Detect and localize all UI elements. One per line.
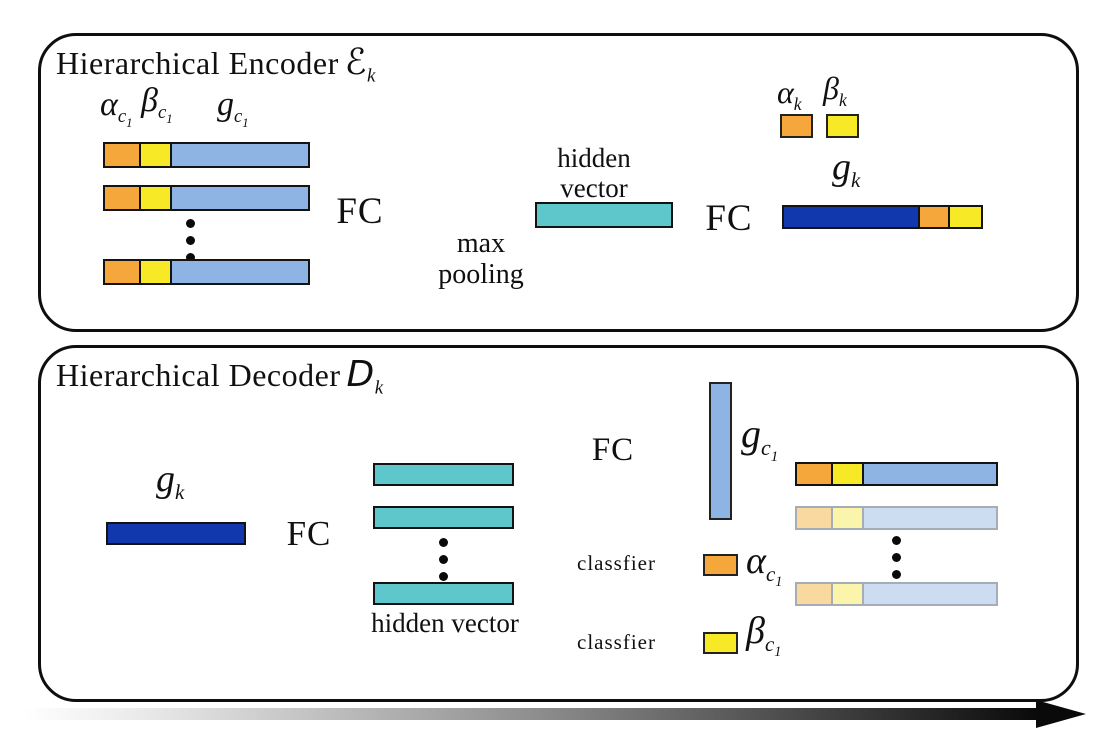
hidden-vector-segment — [375, 584, 512, 603]
label-alpha-k: αk — [777, 74, 802, 114]
alpha-segment — [797, 584, 831, 604]
label-g-c1-encoder: gc1 — [217, 86, 249, 130]
beta-segment — [831, 584, 862, 604]
gradient-axis-bar — [24, 708, 1038, 720]
decoder-hidden-vector-label: hidden vector — [371, 608, 519, 638]
decoder-hidden-vector-1 — [373, 463, 514, 486]
geometry-segment — [170, 261, 308, 283]
encoder-hidden-vector-label: hidden vector — [557, 143, 631, 204]
decoder-symbol-sub: k — [374, 377, 384, 399]
alpha-segment — [918, 207, 948, 227]
label-beta-k: βk — [823, 70, 847, 110]
encoder-fc2-label: FC — [705, 198, 753, 239]
encoder-symbol: ℰ — [344, 42, 368, 83]
alpha-segment — [105, 261, 139, 283]
g-c1-vertical-bar — [709, 382, 732, 520]
label-alpha-c1-decoder: αc1 — [746, 540, 783, 590]
beta-segment — [831, 508, 862, 528]
decoder-classifier1-label: classfier — [577, 551, 656, 575]
decoder-output-vector-1 — [795, 462, 998, 486]
decoder-output-vector-n-faded — [795, 582, 998, 606]
gradient-axis-arrowhead — [1036, 700, 1086, 728]
beta-segment — [139, 144, 170, 166]
encoder-input-vector-1 — [103, 142, 310, 168]
decoder-output-vector-2-faded — [795, 506, 998, 530]
decoder-fc-out-label: FC — [591, 432, 635, 468]
decoder-classifier2-label: classfier — [577, 630, 656, 654]
alpha-segment — [797, 508, 831, 528]
geometry-segment — [862, 584, 996, 604]
alpha-segment — [105, 144, 139, 166]
g-k-segment — [784, 207, 918, 227]
encoder-fc1-label: FC — [336, 191, 384, 232]
beta-segment — [139, 187, 170, 209]
encoder-input-vector-2 — [103, 185, 310, 211]
encoder-symbol-sub: k — [367, 65, 376, 87]
hidden-vector-segment — [537, 204, 671, 226]
geometry-segment — [170, 187, 308, 209]
beta-k-square — [826, 114, 859, 138]
g-k-segment — [108, 524, 244, 543]
hidden-vector-segment — [375, 465, 512, 484]
geometry-segment — [862, 508, 996, 528]
alpha-c1-square — [703, 554, 738, 576]
decoder-hidden-vector-2 — [373, 506, 514, 529]
alpha-segment — [105, 187, 139, 209]
beta-c1-square — [703, 632, 738, 654]
beta-segment — [831, 464, 862, 484]
geometry-segment — [170, 144, 308, 166]
label-beta-c1-encoder: βc1 — [141, 82, 173, 126]
beta-segment — [139, 261, 170, 283]
decoder-fc-in-label: FC — [286, 514, 332, 553]
encoder-input-ellipsis — [186, 219, 195, 262]
decoder-hidden-vector-n — [373, 582, 514, 605]
hidden-vector-segment — [375, 508, 512, 527]
label-g-k-encoder: gk — [832, 146, 861, 192]
encoder-title-text: Hierarchical Encoder — [56, 45, 339, 81]
encoder-hidden-vector-bar — [535, 202, 673, 228]
decoder-title-text: Hierarchical Decoder — [56, 357, 341, 393]
encoder-input-vector-n — [103, 259, 310, 285]
label-g-k-decoder: gk — [156, 458, 185, 504]
label-alpha-c1-encoder: αc1 — [100, 86, 133, 130]
decoder-input-vector — [106, 522, 246, 545]
decoder-hidden-ellipsis — [439, 538, 448, 581]
label-beta-c1-decoder: βc1 — [746, 610, 782, 660]
beta-segment — [948, 207, 981, 227]
encoder-output-vector — [782, 205, 983, 229]
alpha-segment — [797, 464, 831, 484]
geometry-segment — [862, 464, 996, 484]
max-pooling-label: max pooling — [438, 228, 524, 291]
decoder-symbol: D — [346, 354, 375, 395]
alpha-k-square — [780, 114, 813, 138]
decoder-output-ellipsis — [892, 536, 901, 579]
label-g-c1-decoder: gc1 — [741, 411, 779, 465]
